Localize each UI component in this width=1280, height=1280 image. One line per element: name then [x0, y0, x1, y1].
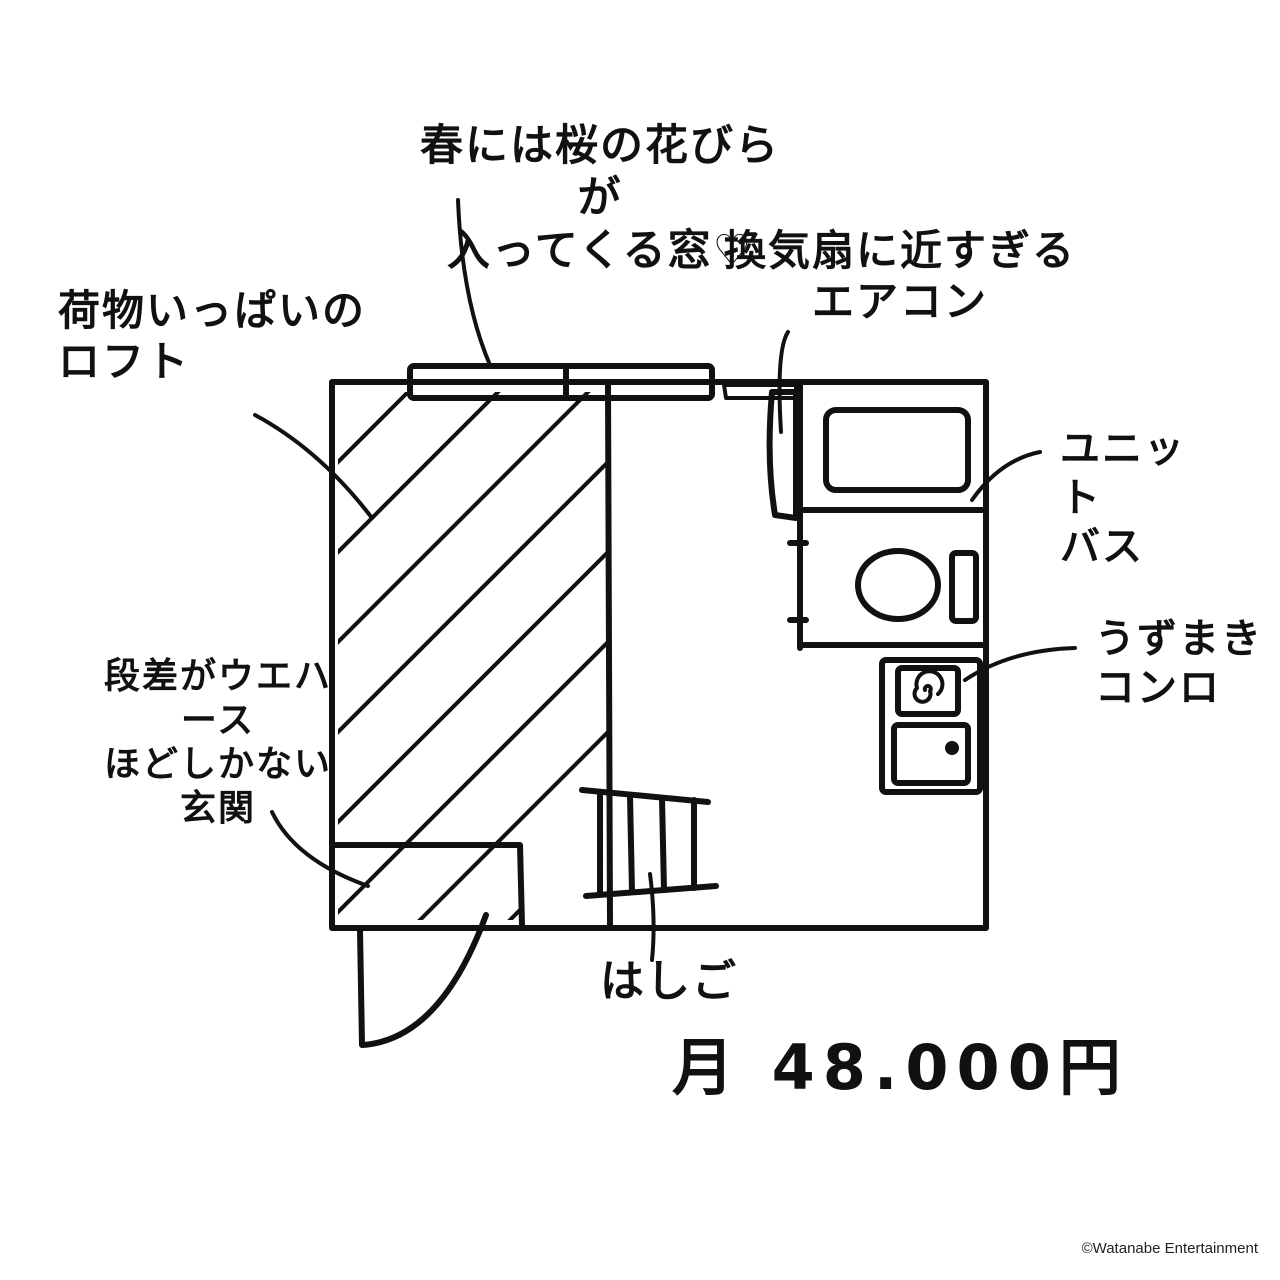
entrance-step [331, 842, 525, 928]
stove-annotation: うずまき コンロ [1095, 616, 1263, 711]
entrance-door [357, 912, 489, 1048]
leader-window [456, 198, 492, 367]
leader-loft [253, 413, 374, 520]
leader-stove [963, 646, 1077, 682]
window-annotation: 春には桜の花びらが 入ってくる窓♡ [420, 121, 780, 276]
monthly-rent-price: 月 48.000円 [672, 1031, 1129, 1104]
loft-hatching [338, 392, 608, 920]
loft-edge [605, 382, 613, 928]
leader-ladder [648, 872, 656, 962]
unit-bath-annotation: ユニット バス [1060, 426, 1186, 570]
bathtub [823, 407, 971, 493]
loft-annotation: 荷物いっぱいの ロフト [58, 286, 367, 387]
leader-aircon [777, 330, 790, 434]
toilet [855, 548, 941, 622]
leader-bath [970, 450, 1042, 502]
copyright-notice: ©Watanabe Entertainment [1081, 1240, 1258, 1257]
ladder [579, 787, 719, 899]
kitchen-counter [879, 657, 983, 795]
aircon-unit [766, 389, 799, 521]
entrance-annotation: 段差がウエハース ほどしかない 玄関 [103, 656, 332, 829]
leader-entrance [270, 810, 370, 888]
sink-drain [945, 741, 959, 755]
spiral-burner [912, 669, 945, 704]
ladder-annotation: はしご [600, 956, 738, 1007]
stove-burner-box [895, 665, 961, 717]
wash-basin [949, 550, 979, 624]
aircon-annotation: 換気扇に近すぎる エアコン [723, 226, 1076, 327]
kitchen-sink [891, 722, 971, 786]
